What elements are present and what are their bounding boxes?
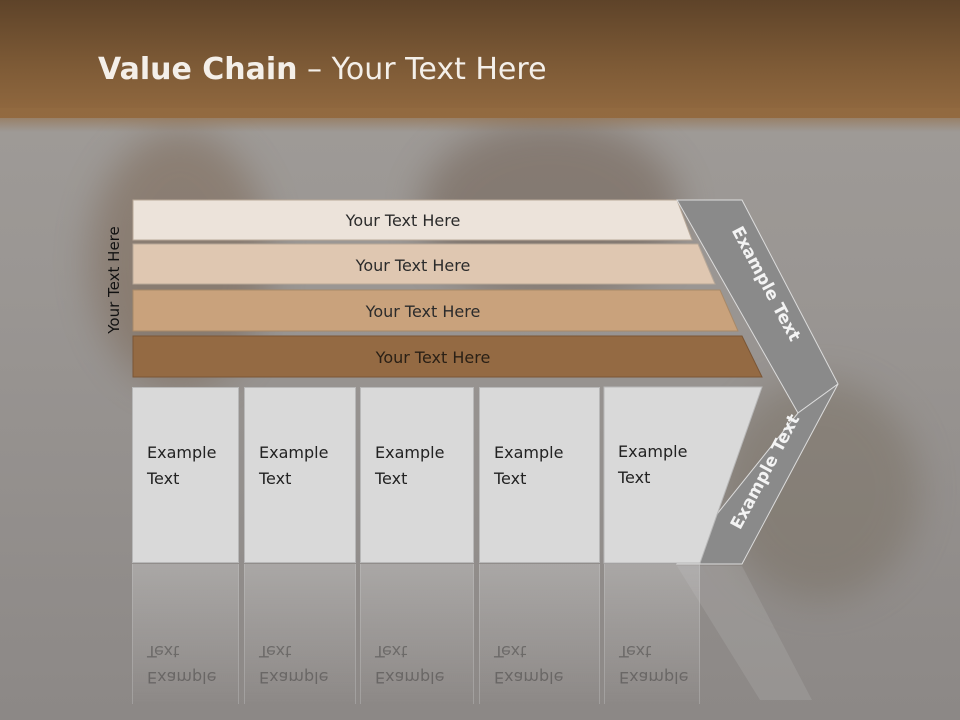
- cell-3-reflection-text: Example Text: [375, 638, 444, 690]
- reflection-line2: Text: [259, 642, 292, 661]
- cell-5-line1: Example: [618, 442, 688, 461]
- primary-activity-cell-3: Example Text: [360, 387, 474, 563]
- chevron-reflection: [677, 566, 812, 700]
- title-rest: – Your Text Here: [297, 52, 547, 87]
- support-row-2: Your Text Here: [133, 244, 713, 286]
- title-bar-fade: [0, 108, 960, 132]
- reflection-line1: Example: [494, 668, 564, 687]
- cell-3-line2: Text: [375, 469, 408, 488]
- support-row-3: Your Text Here: [133, 290, 733, 332]
- primary-activity-cell-5: Example Text: [604, 387, 700, 563]
- slide-title: Value Chain – Your Text Here: [98, 52, 547, 87]
- support-row-4-shape: [132, 335, 763, 378]
- reflection-line1: Example: [619, 668, 689, 687]
- cell-4-line1: Example: [494, 443, 564, 462]
- reflection-line2: Text: [619, 642, 652, 661]
- reflection-line2: Text: [147, 642, 180, 661]
- cell-1-line1: Example: [147, 443, 217, 462]
- title-bold: Value Chain: [98, 52, 298, 87]
- primary-activity-cell-2: Example Text: [244, 387, 356, 563]
- support-row-2-label: Your Text Here: [355, 255, 471, 275]
- reflection-line1: Example: [147, 668, 217, 687]
- cell-5-reflection-text: Example Text: [619, 638, 688, 690]
- support-row-1-shape: [132, 199, 693, 241]
- primary-activity-cell-4: Example Text: [479, 387, 600, 563]
- support-row-1: Your Text Here: [133, 200, 693, 240]
- cell-1-reflection-text: Example Text: [147, 638, 216, 690]
- reflection-line2: Text: [375, 642, 408, 661]
- cell-1-line2: Text: [147, 469, 180, 488]
- support-row-4: Your Text Here: [133, 336, 753, 378]
- cell-5-shape: [603, 386, 763, 564]
- cell-1-reflection: Example Text: [132, 564, 239, 704]
- title-bar: [0, 0, 960, 118]
- cell-2-line2: Text: [259, 469, 292, 488]
- support-row-2-shape: [132, 243, 716, 285]
- cell-3-line1: Example: [375, 443, 445, 462]
- primary-activity-cell-1: Example Text: [132, 387, 239, 563]
- support-row-1-label: Your Text Here: [345, 210, 461, 230]
- reflection-line2: Text: [494, 642, 527, 661]
- cell-5-line2: Text: [618, 468, 651, 487]
- cell-3-reflection: Example Text: [360, 564, 474, 704]
- cell-2-line1: Example: [259, 443, 329, 462]
- cell-2-reflection-text: Example Text: [259, 638, 328, 690]
- cell-4-reflection-text: Example Text: [494, 638, 563, 690]
- cell-2-reflection: Example Text: [244, 564, 356, 704]
- reflection-line1: Example: [375, 668, 445, 687]
- cell-4-line2: Text: [494, 469, 527, 488]
- support-row-4-label: Your Text Here: [375, 347, 491, 367]
- cell-4-reflection: Example Text: [479, 564, 600, 704]
- support-row-3-shape: [132, 289, 739, 332]
- support-row-3-label: Your Text Here: [365, 301, 481, 321]
- reflection-line1: Example: [259, 668, 329, 687]
- cell-5-reflection: Example Text: [604, 564, 700, 704]
